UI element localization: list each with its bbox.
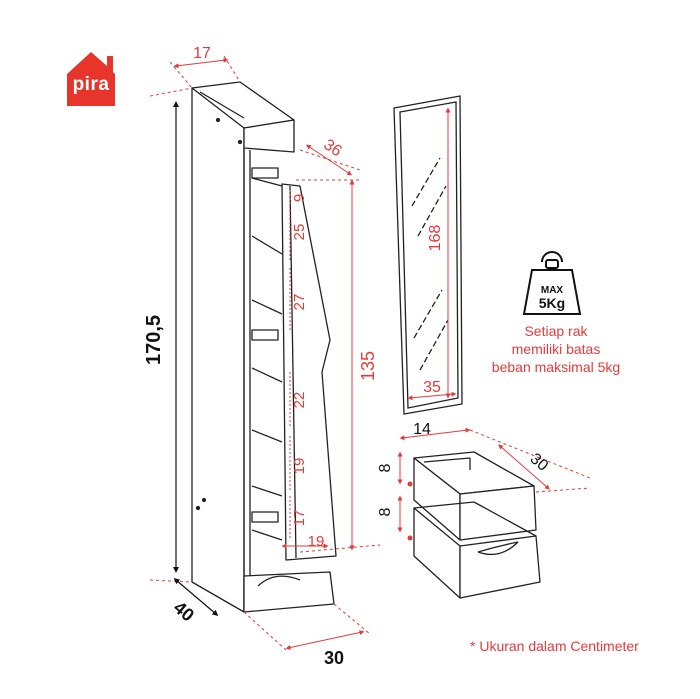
dim-mirror-width: 35 [423, 379, 441, 396]
dim-base-depth: 40 [170, 597, 198, 625]
weight-max-label: MAX [541, 285, 564, 296]
cabinet-dimensions [149, 55, 381, 651]
dim-rack-height: 135 [358, 351, 378, 381]
dim-shelf-gap-1: 9 [291, 194, 308, 202]
caption-line: beban maksimal 5kg [491, 359, 621, 375]
drawer-drawing [407, 451, 541, 599]
weight-icon [522, 251, 582, 315]
dim-mirror-height: 168 [427, 225, 444, 252]
dim-shelf-gap-5: 19 [291, 458, 308, 475]
load-limit-caption: Setiap rak memiliki batas beban maksimal… [476, 322, 636, 376]
unit-footnote: * Ukuran dalam Centimeter [470, 638, 639, 654]
cabinet-drawing [191, 81, 337, 613]
mirror-drawing [393, 95, 463, 415]
dim-shelf-gap-4: 22 [291, 392, 308, 409]
caption-line: Setiap rak [524, 323, 588, 339]
brand-name: pira [72, 74, 110, 95]
brand-logo: pira [63, 48, 119, 108]
weight-value: 5Kg [539, 295, 565, 311]
dim-drawer-height-top: 8 [377, 463, 394, 472]
dim-drawer-depth: 30 [527, 450, 552, 475]
house-icon [67, 52, 115, 106]
dim-shelf-gap-2: 25 [291, 224, 308, 241]
mirror-dimensions [407, 107, 457, 401]
caption-line: memiliki batas [511, 341, 601, 357]
dim-shelf-gap-3: 27 [291, 294, 308, 311]
dim-base-width: 30 [324, 648, 344, 668]
dim-total-height: 170,5 [143, 315, 165, 365]
dim-bottom-shelf-width: 19 [308, 533, 325, 550]
dim-drawer-width: 14 [413, 421, 431, 438]
dim-top-depth: 17 [193, 45, 211, 62]
dim-drawer-height-bottom: 8 [377, 507, 394, 516]
dim-shelf-gap-6: 17 [291, 510, 308, 527]
drawer-dimensions [397, 427, 591, 533]
